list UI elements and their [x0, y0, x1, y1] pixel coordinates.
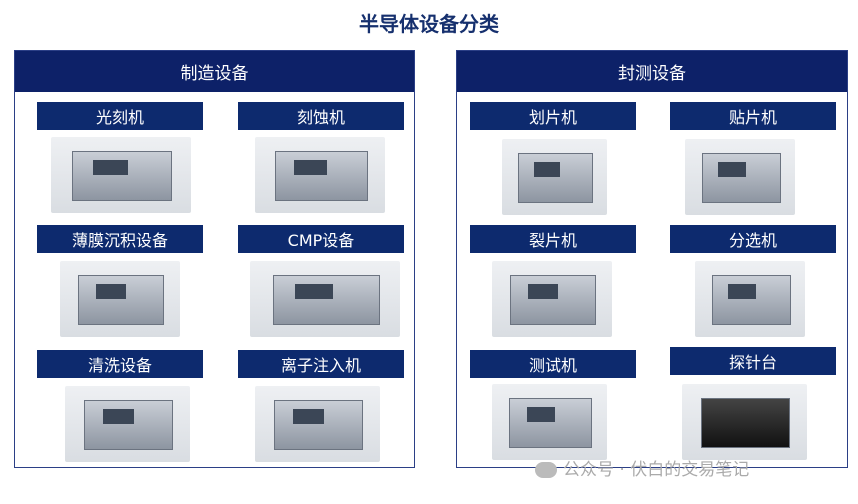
dicing-saw-image — [502, 139, 607, 215]
packaging-header: 封测设备 — [457, 51, 847, 92]
manufacturing-header: 制造设备 — [15, 51, 414, 92]
category-label: 光刻机 — [37, 102, 203, 130]
die-breaker-image — [492, 261, 612, 337]
watermark-text: 公众号 · 伏白的交易笔记 — [563, 460, 750, 480]
lithography-machine-image — [51, 137, 191, 213]
category-label: 刻蚀机 — [238, 102, 404, 130]
manufacturing-panel: 制造设备 光刻机 刻蚀机 薄膜沉积设备 CMP设备 清洗设备 离子注入机 — [14, 50, 415, 468]
wechat-icon — [535, 462, 557, 478]
probe-station-image — [682, 384, 807, 460]
etching-machine-image — [255, 137, 385, 213]
category-label: 测试机 — [470, 350, 636, 378]
packaging-panel: 封测设备 划片机 贴片机 裂片机 分选机 测试机 探针台 — [456, 50, 848, 468]
category-label: 薄膜沉积设备 — [37, 225, 203, 253]
category-label: 划片机 — [470, 102, 636, 130]
ion-implanter-image — [255, 386, 380, 462]
category-label: 贴片机 — [670, 102, 836, 130]
category-label: 探针台 — [670, 347, 836, 375]
category-label: CMP设备 — [238, 225, 404, 253]
sorter-image — [695, 261, 805, 337]
watermark: 公众号 · 伏白的交易笔记 — [535, 455, 749, 480]
tester-image — [492, 384, 607, 460]
category-label: 清洗设备 — [37, 350, 203, 378]
page-title: 半导体设备分类 — [359, 12, 499, 36]
category-label: 分选机 — [670, 225, 836, 253]
cleaning-equipment-image — [65, 386, 190, 462]
category-label: 裂片机 — [470, 225, 636, 253]
category-label: 离子注入机 — [238, 350, 404, 378]
deposition-equipment-image — [60, 261, 180, 337]
cmp-equipment-image — [250, 261, 400, 337]
die-bonder-image — [685, 139, 795, 215]
